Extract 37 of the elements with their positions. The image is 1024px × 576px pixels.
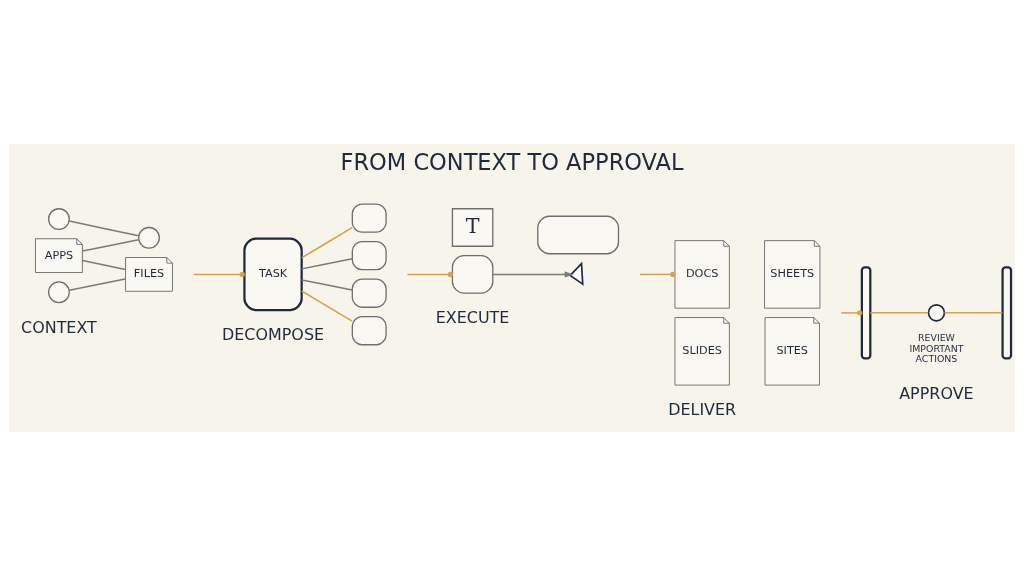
connector (81, 238, 140, 252)
node-cursor (568, 261, 584, 286)
arrow (492, 271, 574, 278)
node-box: TASK (243, 237, 303, 312)
connector (639, 273, 672, 276)
label: DELIVER (668, 400, 737, 420)
connector (869, 312, 929, 314)
node-box (451, 255, 494, 294)
connector (943, 312, 1004, 314)
label: APPROVE (899, 384, 974, 404)
connector (301, 227, 353, 259)
connector (81, 259, 127, 271)
connector (840, 312, 859, 314)
connector (301, 258, 353, 270)
label: EXECUTE (435, 308, 510, 328)
label: REVIEW IMPORTANT ACTIONS (909, 332, 964, 365)
connector (68, 278, 126, 292)
node-person (927, 304, 946, 322)
label: CONTEXT (21, 317, 97, 337)
connector (193, 273, 241, 276)
diagram-title: FROM CONTEXT TO APPROVAL (340, 148, 684, 175)
node-bar (1001, 266, 1013, 360)
connector (406, 273, 449, 276)
node-circle (47, 281, 70, 304)
node-box (351, 240, 387, 271)
node-box (351, 203, 387, 233)
node-box: T (451, 208, 494, 247)
node-circle (138, 226, 160, 249)
node-circle (47, 208, 70, 231)
connector (68, 220, 140, 237)
connector (301, 279, 353, 291)
node-box (351, 278, 387, 308)
label: DECOMPOSE (221, 325, 325, 345)
node-box (351, 315, 387, 346)
node-box (537, 215, 620, 255)
node-bar (860, 266, 872, 360)
connector (301, 290, 353, 322)
